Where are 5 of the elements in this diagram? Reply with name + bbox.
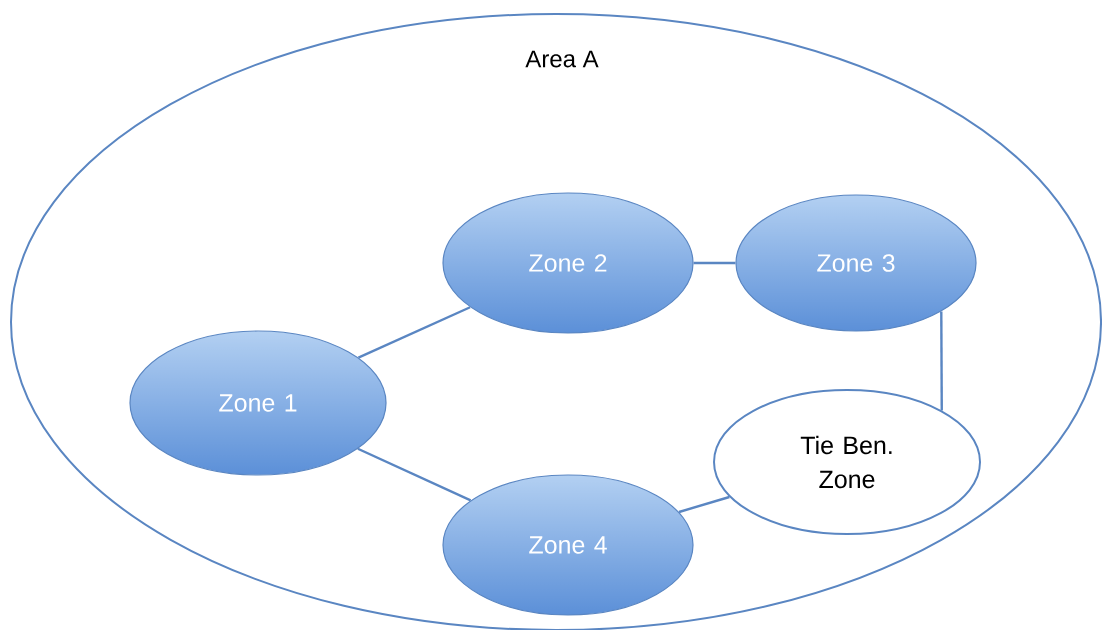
connector-line: [940, 311, 943, 411]
connector-line: [693, 261, 736, 265]
connector-line: [357, 306, 471, 359]
connector-line: [357, 447, 472, 502]
connector-line: [678, 495, 730, 514]
